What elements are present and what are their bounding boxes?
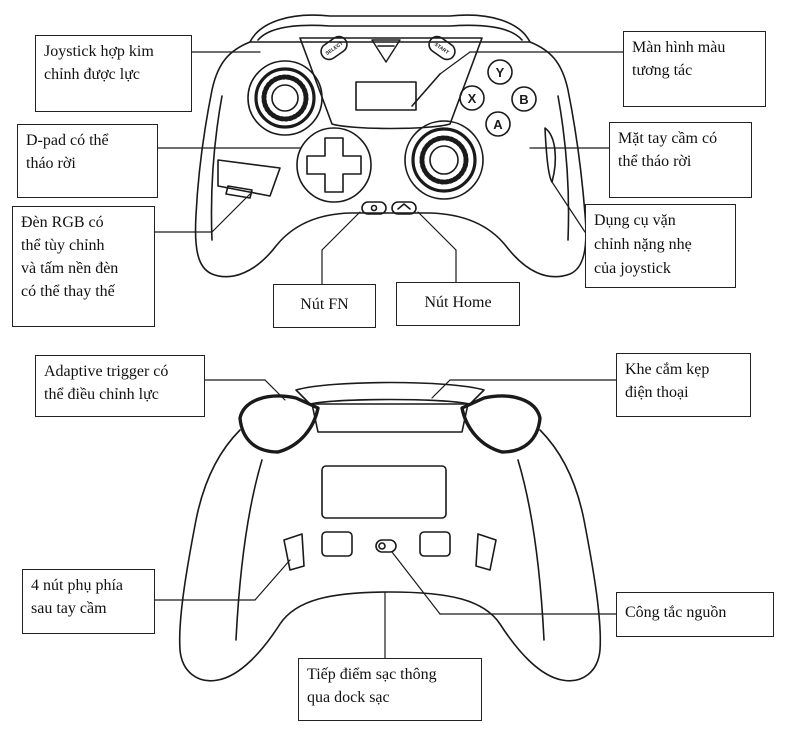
label-rgb: Đèn RGB có thể tùy chỉnh và tấm nền đèn … [12, 206, 155, 327]
back-controller [178, 381, 602, 682]
label-fn-button: Nút FN [273, 284, 376, 328]
label-back-buttons: 4 nút phụ phía sau tay cầm [22, 569, 155, 634]
label-joystick: Joystick hợp kim chỉnh được lực [35, 35, 192, 112]
start-button [428, 35, 456, 61]
label-home-button: Nút Home [396, 282, 520, 326]
face-buttons [459, 59, 537, 137]
label-screen: Màn hình màu tương tác [623, 31, 766, 107]
label-trigger: Adaptive trigger có thể điều chỉnh lực [35, 355, 205, 417]
left-joystick [247, 60, 323, 136]
a-button-label: A [493, 117, 503, 132]
leader-lines [154, 51, 624, 659]
dpad [296, 127, 372, 203]
tension-tool [544, 127, 557, 183]
b-button-label: B [519, 92, 528, 107]
x-button-label: X [468, 91, 477, 106]
select-button [320, 35, 348, 61]
label-faceplate: Mặt tay cầm có thể tháo rời [609, 122, 752, 198]
power-switch [375, 539, 397, 553]
label-dpad: D-pad có thể tháo rời [17, 124, 158, 198]
front-controller [194, 14, 587, 278]
label-tension-tool: Dụng cụ vặn chỉnh nặng nhẹ của joystick [585, 204, 736, 288]
y-button-label: Y [496, 65, 505, 80]
fn-button [361, 201, 387, 215]
rgb-plate [217, 159, 281, 197]
label-charging-contacts: Tiếp điểm sạc thông qua dock sạc [298, 658, 482, 721]
right-joystick [404, 120, 484, 200]
home-button [391, 201, 417, 215]
label-phone-clip: Khe cắm kẹp điện thoại [616, 353, 751, 417]
label-power-switch: Công tắc nguồn [616, 592, 774, 637]
